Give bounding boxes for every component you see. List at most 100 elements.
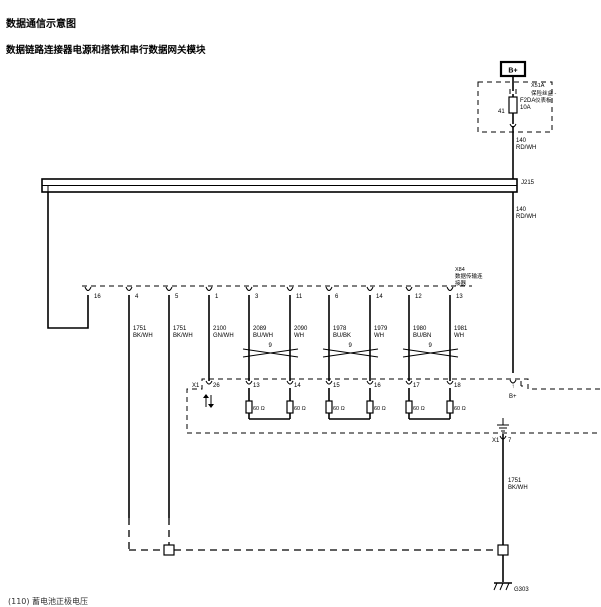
wire-color: BU/BK [333, 333, 351, 339]
dlc-pin-socket [245, 286, 253, 291]
ground-connector-label: X1 [492, 438, 500, 444]
module-pin-number: 16 [374, 383, 381, 389]
twist-line [402, 348, 459, 358]
module-pins: 26 13 14 15 16 17 18 [205, 380, 461, 389]
splice-pack-j215 [41, 178, 518, 193]
module-pin-socket [325, 380, 333, 385]
dlc-pin-number: 1 [215, 294, 219, 300]
resistor-value: 60 Ω [413, 406, 425, 412]
dlc-pin-socket [125, 286, 133, 291]
resistor-symbol [245, 400, 253, 414]
fusebox-label: X51A [531, 83, 545, 89]
dlc-pin-socket [165, 286, 173, 291]
dlc-label: X84 [455, 267, 465, 273]
resistor-value: 60 Ω [374, 406, 386, 412]
fuse-symbol [508, 96, 518, 114]
module-pin-number: 15 [333, 383, 340, 389]
twist-label: 9 [429, 343, 433, 349]
wire-color: BK/WH [173, 333, 193, 339]
feed-lower-circuit: 140 [516, 207, 527, 213]
ground-g303-icon [493, 582, 512, 591]
dlc-pin-socket [366, 286, 374, 291]
dlc-pin-number: 4 [135, 294, 139, 300]
module-connector-label: X1 [192, 383, 200, 389]
wire-color: WH [454, 333, 464, 339]
fusebox-desc-2: 仪表板 [535, 96, 552, 104]
module-pin-socket [286, 380, 294, 385]
dlc-wires: 1751BK/WH1751BK/WH2100GN/WH2089BU/WH2090… [128, 295, 468, 550]
dlc-desc-2: 接器 [455, 279, 467, 287]
module-pin-socket [366, 380, 374, 385]
battery-source-label: B+ [508, 68, 517, 75]
dlc-pin-number: 6 [335, 294, 339, 300]
module-pin-socket [446, 380, 454, 385]
wire-circuit: 2100 [213, 326, 227, 332]
resistor-value: 60 Ω [294, 406, 306, 412]
battery-source: B+ [499, 60, 527, 78]
fusebox-desc-1: 保险丝盒 - [531, 89, 557, 97]
ground-wire-circuit: 1751 [508, 478, 522, 484]
dlc-desc-1: 数据传输连 [455, 272, 483, 280]
ground-wire-color: BK/WH [508, 485, 528, 491]
module-bplus-label: B+ [509, 394, 517, 400]
ground-splice-1 [163, 544, 175, 556]
wire-color: BU/WH [253, 333, 273, 339]
resistor-symbol [325, 400, 333, 414]
module-pin-number: 14 [294, 383, 301, 389]
splice-label: J215 [521, 180, 535, 186]
module-pin-socket [205, 380, 213, 385]
resistor-value: 60 Ω [454, 406, 466, 412]
twist-line [242, 348, 299, 358]
page-title: 数据通信示意图 [6, 19, 76, 30]
wire-circuit: 2090 [294, 326, 308, 332]
module-pin-number: 26 [213, 383, 220, 389]
feed-upper-color: RD/WH [516, 145, 536, 151]
module-bplus-pin: ↑ [512, 384, 515, 390]
dlc-pin-socket [84, 286, 92, 291]
footer-note: (110) 蓄电池正极电压 [8, 597, 89, 606]
wire-color: WH [294, 333, 304, 339]
fuse-pin: 41 [498, 109, 505, 115]
wire-circuit: 1751 [133, 326, 147, 332]
wire-color: WH [374, 333, 384, 339]
feed-upper-circuit: 140 [516, 138, 527, 144]
wire-circuit: 1980 [413, 326, 427, 332]
wire-color: BU/BN [413, 333, 431, 339]
dlc-pin-socket [325, 286, 333, 291]
resistor-symbol [286, 400, 294, 414]
page-subtitle: 数据链路连接器电源和搭铁和串行数据网关模块 [6, 45, 206, 56]
dlc-pin-socket [205, 286, 213, 291]
twist-line [322, 348, 379, 358]
ground-pin: 7 [508, 438, 512, 444]
wire-color: GN/WH [213, 333, 234, 339]
fuse-name: F2DA [520, 98, 535, 104]
feed-lower-color: RD/WH [516, 214, 536, 220]
wire-color: BK/WH [133, 333, 153, 339]
twist-label: 9 [269, 343, 273, 349]
resistor-symbol [405, 400, 413, 414]
module-pin-number: 17 [413, 383, 420, 389]
fuse-rating: 10A [520, 105, 531, 111]
dlc-pin-number: 16 [94, 294, 101, 300]
dlc-pin-number: 13 [456, 294, 463, 300]
module-outline [186, 378, 600, 434]
bidirectional-arrow-icon [203, 394, 214, 408]
wire-circuit: 1751 [173, 326, 187, 332]
module-pin-number: 13 [253, 383, 260, 389]
twist-label: 9 [349, 343, 353, 349]
dlc-pin-socket [446, 286, 454, 291]
dlc-pin-number: 12 [415, 294, 422, 300]
ground-splice-2 [497, 544, 509, 556]
module-pin-socket [245, 380, 253, 385]
ground-label: G303 [514, 587, 529, 593]
resistor-value: 60 Ω [333, 406, 345, 412]
module-pin-number: 18 [454, 383, 461, 389]
resistor-symbol [366, 400, 374, 414]
twisted-pairs: 9 9 9 [242, 343, 459, 358]
resistor-value: 60 Ω [253, 406, 265, 412]
fusebox-outline [477, 81, 553, 133]
resistor-symbol [446, 400, 454, 414]
wire-circuit: 1978 [333, 326, 347, 332]
dlc-pin-number: 5 [175, 294, 179, 300]
